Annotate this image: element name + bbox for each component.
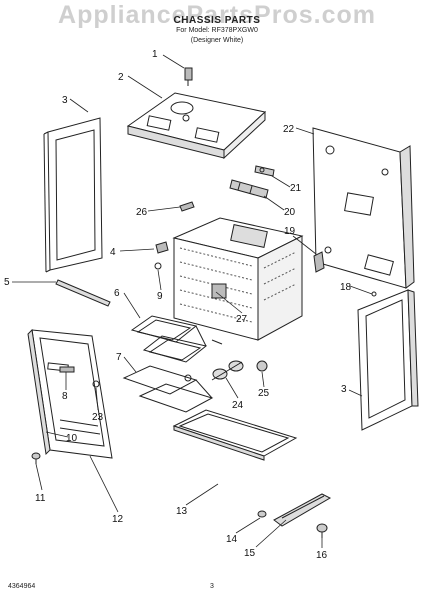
callout-4: 4: [110, 247, 116, 258]
part-16-leveler: [316, 523, 328, 538]
part-25-knob: [256, 360, 268, 372]
part-1-shape: [184, 67, 193, 86]
footer-doc-number: 4364964: [8, 583, 36, 590]
oven-cavity: [172, 217, 304, 341]
part-20-switch-bracket: [229, 179, 269, 199]
part-21-bracket: [254, 165, 275, 177]
callout-20: 20: [284, 207, 296, 218]
callout-6: 6: [114, 288, 120, 299]
callout-1: 1: [152, 49, 158, 60]
part-6-broil-element: [130, 315, 223, 363]
part-2-cooktop: [126, 92, 267, 160]
page-title: CHASSIS PARTS: [173, 15, 261, 26]
part-3-side-panel-right: [357, 289, 419, 431]
part-3-side-panel-left: [43, 117, 103, 273]
callout-18: 18: [340, 282, 352, 293]
callout-3-left: 3: [62, 95, 68, 106]
part-8-handle-bracket: [59, 366, 75, 373]
part-18-screw: [371, 291, 377, 297]
part-23-screw: [92, 380, 100, 388]
callout-16: 16: [316, 550, 328, 561]
callout-8: 8: [62, 391, 68, 402]
callout-9: 9: [157, 291, 163, 302]
callout-14: 14: [226, 534, 238, 545]
color-line: (Designer White): [190, 37, 244, 44]
callout-15: 15: [244, 548, 256, 559]
callout-13: 13: [176, 506, 188, 517]
part-15-drawer-rail: [273, 493, 332, 527]
footer-page-number: 3: [210, 583, 214, 590]
part-9-screw: [154, 262, 162, 270]
model-line: For Model: RF378PXGW0: [176, 27, 258, 34]
callout-7: 7: [116, 352, 122, 363]
part-22-rear-panel: [312, 127, 415, 289]
callout-21: 21: [290, 183, 302, 194]
callout-24: 24: [232, 400, 244, 411]
callout-10: 10: [66, 433, 78, 444]
callout-25: 25: [258, 388, 270, 399]
callout-22: 22: [283, 124, 295, 135]
watermark: AppliancePartsPros.com: [58, 1, 376, 29]
part-7-bake-element: [122, 365, 214, 413]
callout-26: 26: [136, 207, 148, 218]
part-24-sensor: [211, 360, 244, 381]
part-4-clip: [155, 241, 169, 254]
callout-5: 5: [4, 277, 10, 288]
part-11-foot: [31, 452, 41, 464]
callout-2: 2: [118, 72, 124, 83]
part-13-drawer-pan: [172, 409, 298, 461]
part-26-clip: [179, 201, 195, 212]
part-19-bracket: [313, 251, 325, 273]
callout-19: 19: [284, 226, 296, 237]
callout-27: 27: [236, 314, 248, 325]
part-5-gasket: [55, 279, 111, 307]
callout-23: 23: [92, 412, 104, 423]
callout-11: 11: [35, 493, 46, 504]
callout-3-right: 3: [341, 384, 347, 395]
part-14-roller: [257, 510, 267, 518]
callout-12: 12: [112, 514, 124, 525]
